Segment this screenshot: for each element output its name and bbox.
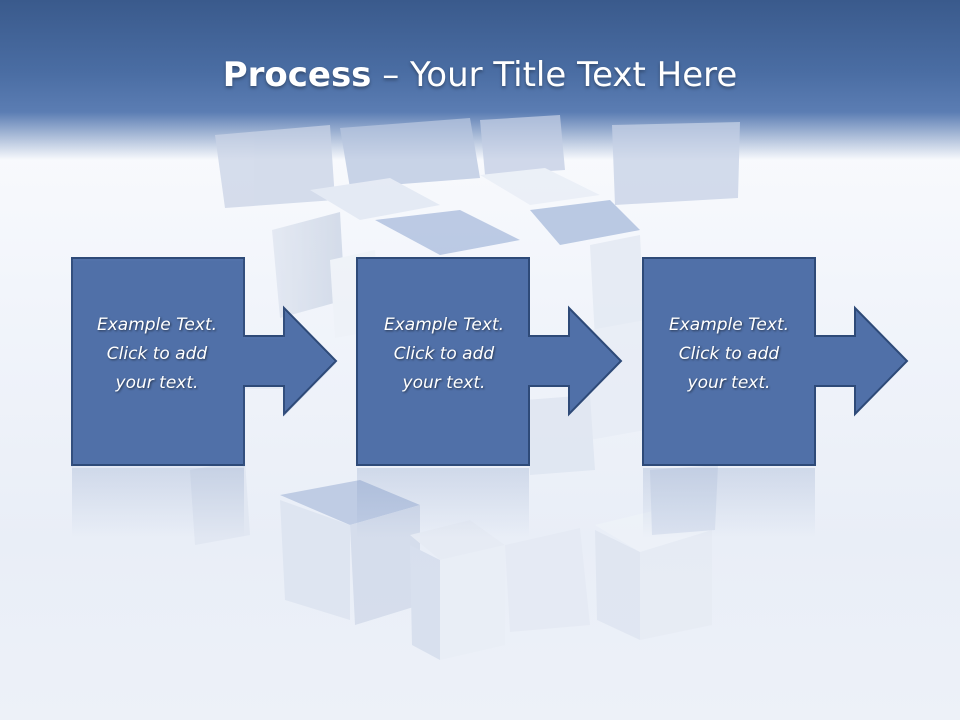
- title-bold: Process: [222, 55, 372, 95]
- step-3-text[interactable]: Example Text. Click to add your text.: [668, 315, 790, 393]
- slide-title[interactable]: Process – Your Title Text Here: [0, 52, 960, 98]
- step-1-text[interactable]: Example Text. Click to add your text.: [96, 315, 218, 393]
- title-rest: – Your Title Text Here: [371, 55, 738, 95]
- step-2-text[interactable]: Example Text. Click to add your text.: [383, 315, 505, 393]
- title-bar: [0, 0, 960, 160]
